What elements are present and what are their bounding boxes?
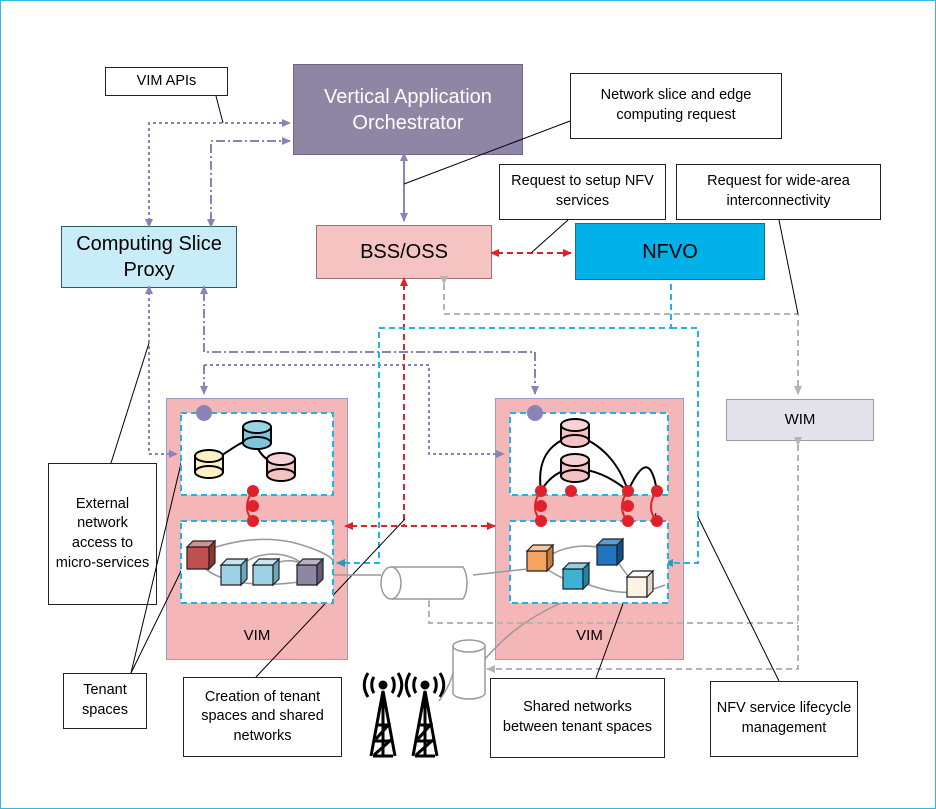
edge-node-cylinder (452, 602, 562, 700)
right-api-port (527, 405, 543, 421)
callout-wide-area: Request for wide-area interconnectivity (676, 164, 881, 220)
cube-right-blue (595, 537, 625, 567)
bss-oss-node: BSS/OSS (316, 225, 492, 279)
cube-left-lightblue-1 (219, 557, 249, 587)
callout-vim-apis: VIM APIs (105, 67, 228, 96)
db-cylinder-right-top (560, 418, 590, 448)
gray-links (425, 276, 802, 673)
cube-left-lightblue-2 (251, 557, 281, 587)
db-cylinder-left-pink (266, 452, 296, 482)
cube-right-orange (525, 543, 555, 573)
cube-left-red (185, 539, 217, 571)
vertical-application-orchestrator: Vertical Application Orchestrator (293, 64, 523, 155)
cube-right-cyan (561, 561, 591, 591)
callout-tenant-spaces: Tenant spaces (63, 673, 147, 729)
database-icons (194, 418, 590, 483)
db-cylinder-left-yellow (194, 449, 224, 479)
cube-icons (185, 537, 655, 599)
transport-cylinder (333, 566, 528, 600)
callout-shared-networks: Shared networks between tenant spaces (490, 678, 665, 758)
wim-node: WIM (726, 399, 874, 441)
vim-left-label: VIM (243, 627, 271, 644)
red-links (344, 249, 572, 530)
callout-external-access: External network access to micro-service… (48, 463, 157, 605)
left-shared-link (246, 485, 259, 527)
computing-slice-proxy: Computing Slice Proxy (61, 226, 237, 288)
nfvo-node: NFVO (575, 223, 765, 280)
radio-tower-icon-left (362, 672, 404, 758)
cube-left-purple (295, 557, 325, 587)
purple-links (145, 119, 539, 458)
callout-slice-request: Network slice and edge computing request (570, 73, 782, 139)
tenant-frames (180, 412, 669, 604)
callout-lifecycle: NFV service lifecycle management (710, 681, 858, 757)
radio-tower-icon-right (404, 672, 454, 758)
db-cylinder-left-blue (242, 420, 272, 450)
cube-right-cream (625, 569, 655, 599)
callout-nfv-setup: Request to setup NFV services (499, 164, 666, 220)
right-shared-links (534, 485, 663, 527)
callout-creation: Creation of tenant spaces and shared net… (183, 677, 342, 757)
left-api-port (196, 405, 212, 421)
db-cylinder-right-bottom (560, 453, 590, 483)
